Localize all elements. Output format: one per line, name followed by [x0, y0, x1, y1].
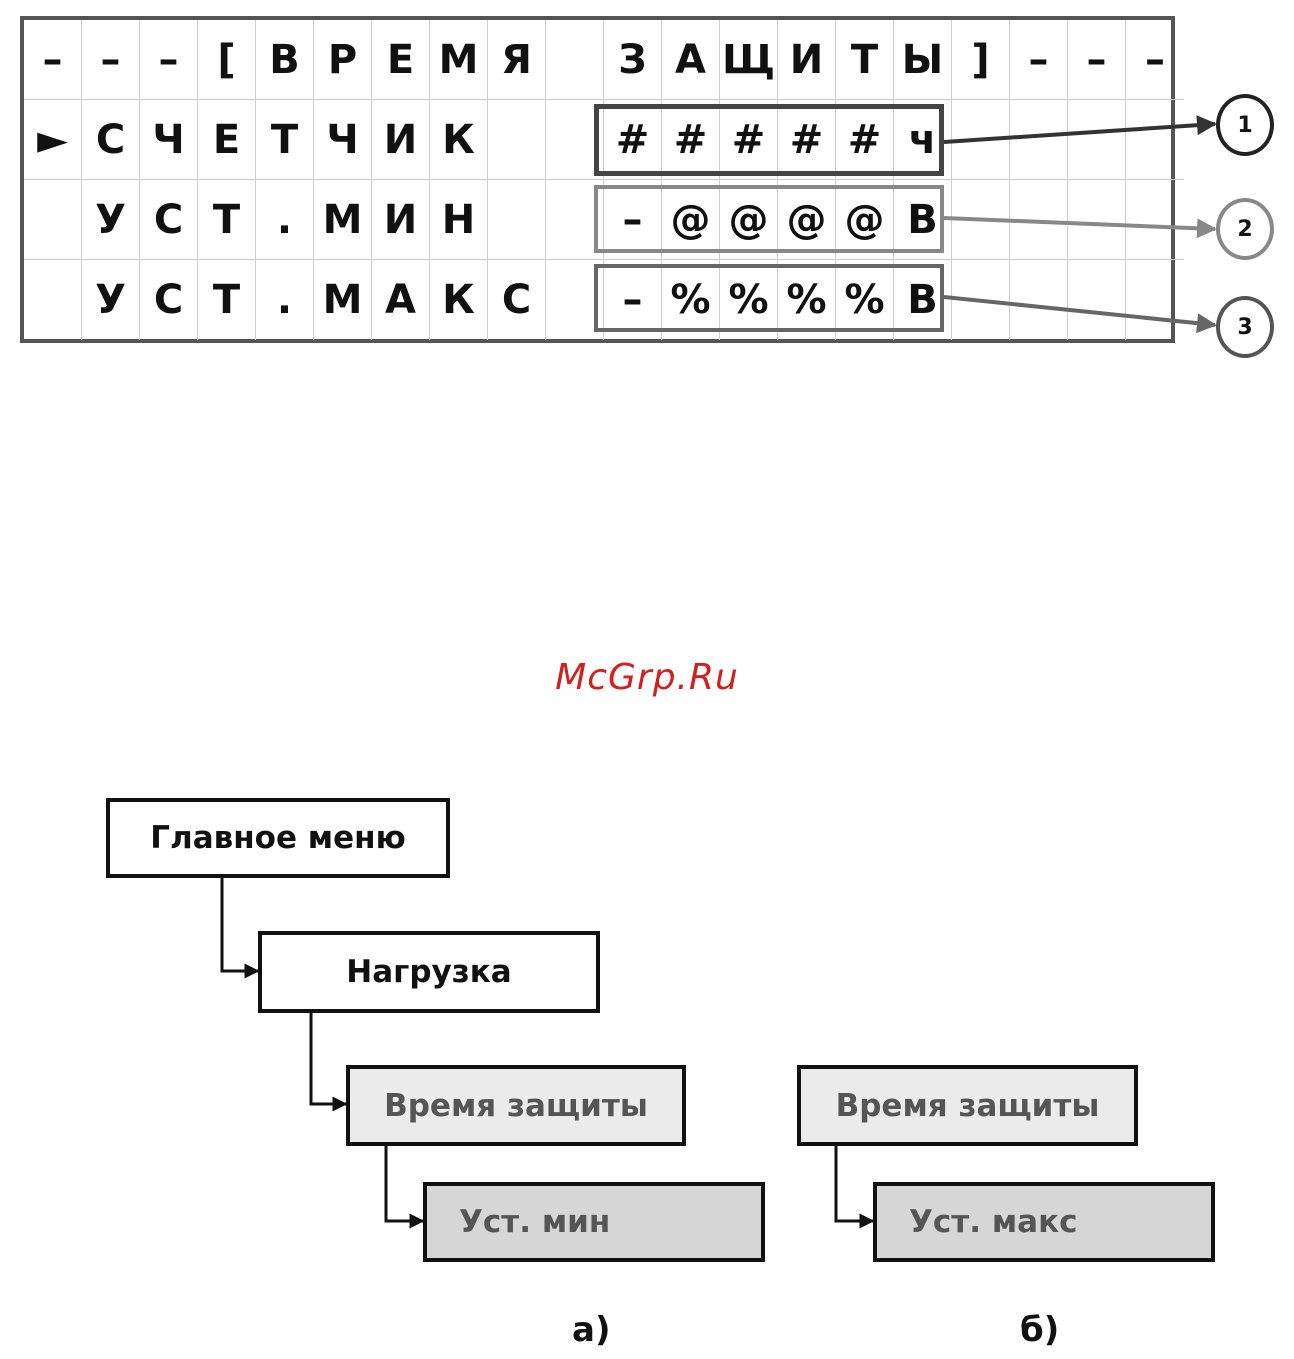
callout-1: 1	[1216, 94, 1274, 156]
connector-time-to-max	[836, 1146, 873, 1221]
connector-main-to-load	[222, 878, 258, 971]
connector-load-to-time	[311, 1013, 346, 1104]
caption-b: б)	[1020, 1310, 1059, 1350]
callout-2-arrow	[944, 218, 1215, 229]
protection-time-box-b: Время защиты	[797, 1065, 1138, 1146]
load-box: Нагрузка	[258, 931, 600, 1013]
callout-2: 2	[1216, 198, 1274, 260]
set-max-box: Уст. макс	[873, 1182, 1215, 1262]
protection-time-box-a: Время защиты	[346, 1065, 686, 1146]
main-menu-box: Главное меню	[106, 798, 450, 878]
set-min-box: Уст. мин	[423, 1182, 765, 1262]
callout-3-arrow	[944, 297, 1215, 325]
caption-a: а)	[572, 1310, 610, 1350]
connector-time-to-min	[386, 1146, 423, 1221]
callout-1-arrow	[944, 124, 1215, 142]
watermark: McGrp.Ru	[0, 657, 1294, 698]
callout-3: 3	[1216, 296, 1274, 358]
